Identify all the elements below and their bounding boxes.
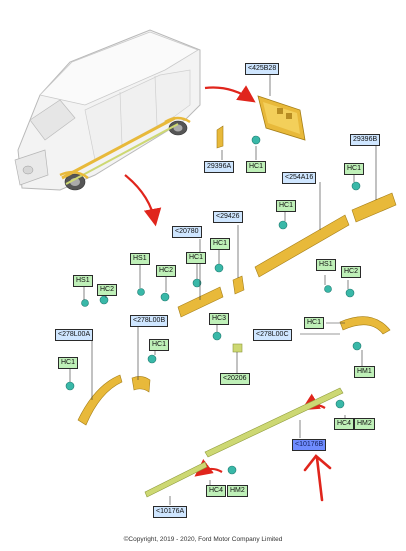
- label-29396B[interactable]: 29396B: [350, 134, 381, 146]
- label-278L00B[interactable]: <278L00B: [130, 315, 169, 327]
- label-hc1-254A16[interactable]: HC1: [276, 200, 297, 212]
- label-hm2-right[interactable]: HM2: [354, 418, 375, 430]
- label-hc1-278L00A[interactable]: HC1: [58, 357, 79, 369]
- label-hc3[interactable]: HC3: [209, 313, 230, 325]
- clip-hc4-bottom: [227, 465, 237, 475]
- label-20206[interactable]: <20206: [220, 373, 250, 385]
- copyright-text: ©Copyright, 2019 - 2020, Ford Motor Comp…: [123, 536, 283, 543]
- part-20780: [177, 286, 224, 318]
- label-10176B[interactable]: <10176B: [292, 439, 327, 451]
- label-hc1-278L00B[interactable]: HC1: [149, 339, 170, 351]
- part-10176A-rocker: [144, 461, 208, 498]
- label-hc4-right[interactable]: HC4: [334, 418, 355, 430]
- label-hm2-bottom[interactable]: HM2: [227, 485, 248, 497]
- clip-hs1-left: [81, 299, 89, 307]
- label-hc1-20780[interactable]: HC1: [186, 252, 207, 264]
- clip-hc2-left: [99, 295, 109, 305]
- part-254A16: [254, 214, 350, 278]
- part-425B28-panel: [257, 95, 306, 141]
- label-hm1[interactable]: HM1: [354, 366, 375, 378]
- label-hc2-20780[interactable]: HC2: [156, 265, 177, 277]
- part-29396B: [351, 192, 397, 223]
- clip-hc1-278L00C: [352, 341, 362, 351]
- label-254A16[interactable]: <254A16: [282, 172, 317, 184]
- van-illustration: [14, 29, 201, 191]
- label-hc2-right[interactable]: HC2: [341, 266, 362, 278]
- clip-fasteners: [65, 135, 362, 475]
- label-hs1-right[interactable]: HS1: [316, 259, 336, 271]
- part-10176B-rocker: [204, 387, 344, 458]
- label-29396A[interactable]: 29396A: [204, 161, 235, 173]
- label-10176A[interactable]: <10176A: [153, 506, 188, 518]
- part-278L00C: [339, 316, 391, 335]
- label-20780[interactable]: <20780: [172, 226, 202, 238]
- label-hs1-20780[interactable]: HS1: [130, 253, 150, 265]
- part-278L00A: [77, 374, 123, 426]
- label-278L00A[interactable]: <278L00A: [55, 329, 94, 341]
- part-20206: [232, 343, 243, 353]
- label-29426[interactable]: <29426: [213, 211, 243, 223]
- clip-hc1-278L00B: [147, 354, 157, 364]
- part-29396A: [216, 125, 224, 149]
- clip-hc1-29396B: [351, 181, 361, 191]
- label-hc1-29396B[interactable]: HC1: [344, 163, 365, 175]
- clip-hc1-278L00A: [65, 381, 75, 391]
- label-hc1-278L00C[interactable]: HC1: [304, 317, 325, 329]
- clip-hc3: [212, 331, 222, 341]
- annotation-arrow: [303, 454, 332, 502]
- clip-hc1-29426: [214, 263, 224, 273]
- part-29426: [232, 275, 245, 295]
- label-hc-top[interactable]: HC1: [246, 161, 267, 173]
- clip-hc2-right: [345, 288, 355, 298]
- clip-hc1-254A16: [278, 220, 288, 230]
- label-425B28[interactable]: <425B28: [245, 63, 280, 75]
- clip-hs1-right: [324, 285, 332, 293]
- clip-hc4-right: [335, 399, 345, 409]
- part-278L00B: [131, 376, 151, 393]
- label-hc1-29426[interactable]: HC1: [210, 238, 231, 250]
- clip-hc-top: [251, 135, 261, 145]
- clip-hs1-20780: [137, 288, 145, 296]
- label-278L00C[interactable]: <278L00C: [253, 329, 292, 341]
- label-hc2-left[interactable]: HC2: [97, 284, 118, 296]
- clip-hc2-20780: [160, 292, 170, 302]
- label-hc4-bottom[interactable]: HC4: [206, 485, 227, 497]
- label-hs1-left[interactable]: HS1: [73, 275, 93, 287]
